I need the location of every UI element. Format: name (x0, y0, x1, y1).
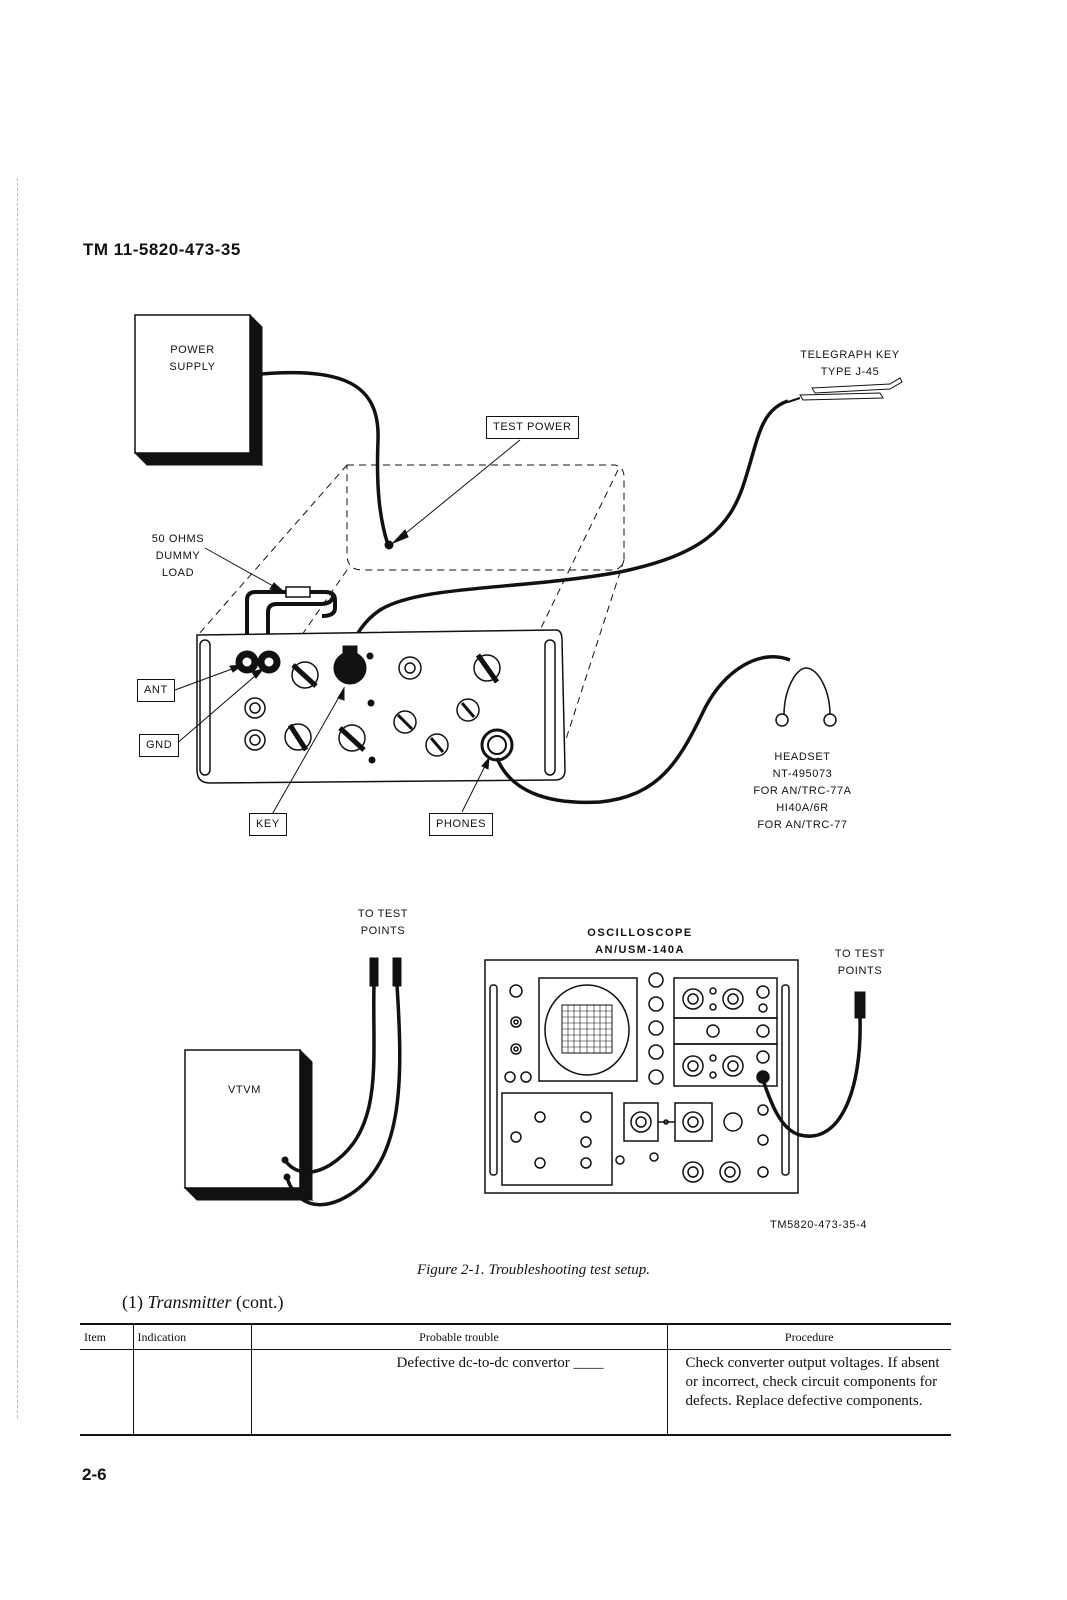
vtvm-probe-1 (369, 957, 379, 987)
power-supply-label: POWER SUPPLY (169, 344, 216, 373)
to-test-points-left-label: TO TEST POINTS (357, 908, 409, 937)
column-header-item: Item (80, 1323, 133, 1350)
key-cable (348, 399, 789, 651)
table-row: Defective dc-to-dc convertor ____ Check … (80, 1349, 951, 1436)
column-header-probable-trouble: Probable trouble (250, 1323, 667, 1350)
test-power-leader (394, 439, 521, 543)
telegraph-key-label: TELEGRAPH KEY TYPE J-45 (800, 349, 900, 378)
phones-label: PHONES (429, 813, 494, 836)
telegraph-key (787, 377, 903, 403)
power-cable (249, 370, 390, 546)
scope-probe (854, 991, 866, 1019)
headset (775, 667, 837, 727)
oscilloscope-label: OSCILLOSCOPE AN/USM-140A (587, 927, 693, 956)
figure-caption: Figure 2-1. Troubleshooting test setup. (416, 1262, 651, 1278)
vtvm-label: VTVM (228, 1084, 261, 1096)
to-test-points-right-label: TO TEST POINTS (834, 948, 886, 977)
vtvm-probe-2 (392, 957, 402, 987)
headset-cable (495, 654, 791, 805)
test-power-connector (384, 540, 394, 550)
test-power-label: TEST POWER (486, 416, 579, 439)
section-title: Transmitter (147, 1292, 232, 1312)
column-header-procedure: Procedure (666, 1323, 951, 1350)
vtvm-unit (183, 1048, 314, 1202)
column-header-indication: Indication (132, 1323, 251, 1350)
section-suffix: (cont.) (236, 1292, 284, 1312)
scope-cable (761, 1017, 862, 1138)
troubleshooting-table: Item Indication Probable trouble Procedu… (80, 1323, 951, 1436)
dummy-load-leader (204, 547, 283, 592)
ant-label: ANT (137, 679, 175, 702)
gnd-label: GND (139, 734, 180, 757)
section-number: (1) (122, 1292, 143, 1312)
dummy-load-label: 50 OHMS DUMMY LOAD (151, 533, 205, 579)
document-number: TM 11-5820-473-35 (83, 240, 241, 259)
oscilloscope-unit (484, 959, 799, 1194)
dummy-load (245, 586, 337, 660)
test-setup-diagram (133, 313, 903, 1207)
cell-indication (132, 1349, 251, 1436)
left-margin-rule (17, 178, 19, 1418)
transmitter-front-panel (196, 629, 566, 784)
cell-procedure: Check converter output voltages. If abse… (666, 1349, 951, 1436)
page-number: 2-6 (82, 1465, 107, 1484)
cell-probable-trouble: Defective dc-to-dc convertor ____ (250, 1349, 667, 1436)
table-header-row: Item Indication Probable trouble Procedu… (80, 1323, 951, 1350)
key-label: KEY (249, 813, 287, 836)
figure-id: TM5820-473-35-4 (770, 1219, 868, 1231)
headset-label: HEADSET NT-495073 FOR AN/TRC-77A HI40A/6… (753, 751, 852, 831)
cell-item (80, 1349, 133, 1436)
section-heading: (1) Transmitter (cont.) (122, 1292, 284, 1313)
power-supply-unit (133, 313, 264, 467)
